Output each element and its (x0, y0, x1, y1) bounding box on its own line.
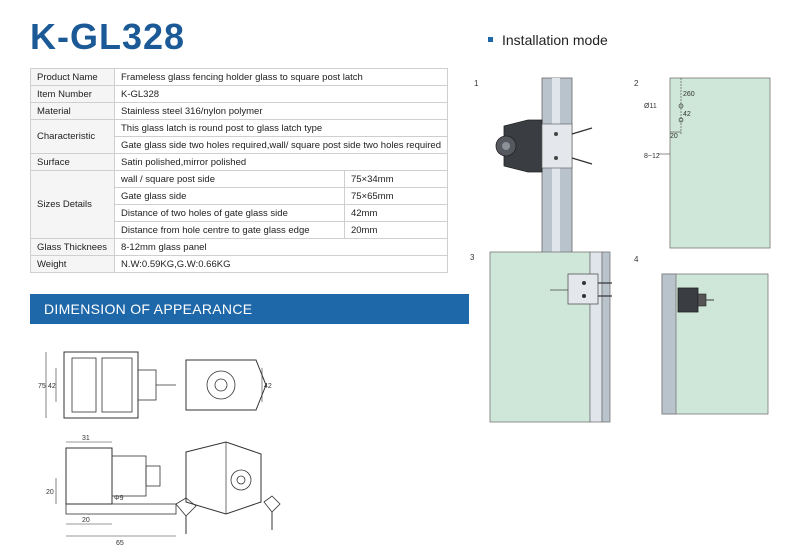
table-row: Glass Thicknees 8-12mm glass panel (30, 238, 449, 256)
table-row: Product Name Frameless glass fencing hol… (30, 68, 449, 86)
size-value: 20mm (343, 221, 449, 239)
dim-label-75: 75 (38, 383, 46, 390)
size-name: Distance of two holes of gate glass side (113, 204, 345, 222)
row-label: Glass Thicknees (30, 238, 115, 256)
dim-label-31: 31 (82, 435, 90, 442)
table-row: Distance of two holes of gate glass side… (31, 204, 449, 222)
table-row: Sizes Details wall / square post side 75… (30, 170, 449, 239)
installation-title: Installation mode (502, 32, 608, 48)
dim-label-42-right: 42 (264, 383, 272, 390)
row-value: K-GL328 (113, 85, 449, 103)
dim-hole-diameter: Ø11 (644, 103, 657, 110)
dim-label-20-vertical: 20 (46, 489, 54, 496)
row-value: Stainless steel 316/nylon polymer (113, 102, 449, 120)
dim-20: 20 (670, 133, 678, 140)
row-label: Weight (30, 255, 115, 273)
size-name: Gate glass side (113, 187, 345, 205)
dim-label-phi9: Φ9 (114, 495, 124, 502)
table-row: Material Stainless steel 316/nylon polym… (30, 102, 449, 120)
row-label: Item Number (30, 85, 115, 103)
size-name: Distance from hole centre to gate glass … (113, 221, 345, 239)
spec-table: Product Name Frameless glass fencing hol… (30, 68, 449, 273)
row-value: 8-12mm glass panel (113, 238, 449, 256)
panel-number-4: 4 (634, 255, 639, 264)
row-value: This glass latch is round post to glass … (113, 119, 449, 137)
row-label: Material (30, 102, 115, 120)
size-value: 42mm (343, 204, 449, 222)
table-row: Surface Satin polished,mirror polished (30, 153, 449, 171)
dim-42: 42 (683, 111, 691, 118)
installation-heading: Installation mode (488, 32, 608, 48)
row-value: Satin polished,mirror polished (113, 153, 449, 171)
install-panel-4-drawing (661, 273, 769, 415)
row-value: Gate glass side two holes required,wall/… (113, 136, 449, 154)
dim-label-65: 65 (116, 540, 124, 547)
bullet-square-icon (488, 36, 493, 42)
install-panel-2-drawing: Ø11 260 42 20 8~12 (644, 77, 771, 249)
dimension-side-view: 31 20 Φ9 20 65 (46, 435, 281, 547)
table-row: Item Number K-GL328 (30, 85, 449, 103)
panel-number-1: 1 (474, 79, 479, 88)
product-code-title: K-GL328 (30, 16, 186, 57)
row-label: Characteristic (30, 119, 115, 154)
table-row: Weight N.W:0.59KG,G.W:0.66KG (30, 255, 449, 273)
size-value: 75×65mm (343, 187, 449, 205)
dim-label-42-left: 42 (48, 383, 56, 390)
row-value: Frameless glass fencing holder glass to … (113, 68, 449, 86)
dim-260: 260 (683, 91, 695, 98)
row-label: Sizes Details (30, 170, 115, 239)
dimension-front-view: 75 42 42 (38, 351, 272, 419)
dim-glass-thickness: 8~12 (644, 153, 660, 160)
table-row: Gate glass side 75×65mm (31, 187, 449, 205)
section-band-dimension: DIMENSION OF APPEARANCE (30, 294, 469, 324)
row-label: Product Name (30, 68, 115, 86)
table-row: Characteristic This glass latch is round… (30, 119, 449, 154)
dim-label-20-horizontal: 20 (82, 517, 90, 524)
install-panel-1-drawing (495, 77, 593, 255)
panel-number-3: 3 (470, 253, 475, 262)
row-label: Surface (30, 153, 115, 171)
size-name: wall / square post side (113, 170, 345, 188)
row-value: N.W:0.59KG,G.W:0.66KG (113, 255, 449, 273)
size-value: 75×34mm (343, 170, 449, 188)
panel-number-2: 2 (634, 79, 639, 88)
install-panel-3-drawing (489, 251, 612, 423)
